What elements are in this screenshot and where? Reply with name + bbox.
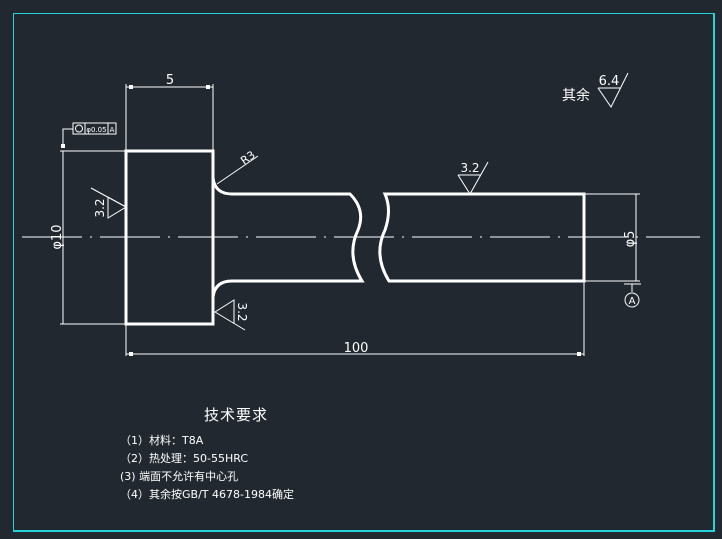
roughness-shaft-value: 3.2 xyxy=(460,161,479,175)
roughness-left-symbol xyxy=(107,196,127,219)
head-outline xyxy=(124,149,215,326)
shaft-left-outline xyxy=(211,177,365,298)
dimension-tick xyxy=(206,85,210,89)
general-roughness-label: 其余 xyxy=(562,87,590,104)
dim-head-length: 5 xyxy=(166,73,174,88)
dimension-tick xyxy=(129,85,133,89)
datum-circle xyxy=(624,292,640,308)
drawing-border xyxy=(13,13,715,532)
roughness-right-value: 3.2 xyxy=(235,302,249,321)
dim-total-length: 100 xyxy=(344,341,369,356)
dim-head-diameter: φ10 xyxy=(50,224,65,249)
general-roughness-symbol xyxy=(597,72,629,108)
fillet-radius-label: R3 xyxy=(238,148,257,167)
dim-shaft-diameter: φ5 xyxy=(623,231,638,248)
requirement-item: （2）热处理：50-55HRC xyxy=(120,452,249,465)
roughness-left-value: 3.2 xyxy=(93,198,107,217)
shaft-right-outline xyxy=(378,192,586,283)
general-roughness-value: 6.4 xyxy=(599,74,620,89)
roughness-right-symbol xyxy=(214,299,235,324)
runout-icon xyxy=(75,124,83,133)
dimension-tick xyxy=(577,352,581,356)
datum-label: A xyxy=(629,296,636,307)
tolerance-leader-arrow xyxy=(61,144,65,148)
tolerance-value: φ0.05 xyxy=(86,126,106,134)
technical-requirements-title: 技术要求 xyxy=(204,406,269,424)
roughness-shaft-symbol xyxy=(457,161,489,195)
roughness-right-leader xyxy=(214,311,246,331)
tolerance-datum: A xyxy=(110,126,115,134)
tolerance-frame xyxy=(72,122,117,135)
tolerance-leader xyxy=(62,128,73,144)
requirement-item: (3) 端面不允许有中心孔 xyxy=(120,470,239,483)
fillet-leader xyxy=(216,155,259,185)
requirement-item: （4）其余按GB/T 4678-1984确定 xyxy=(120,488,294,501)
requirement-item: （1）材料：T8A xyxy=(120,434,204,447)
dimension-tick xyxy=(129,352,133,356)
